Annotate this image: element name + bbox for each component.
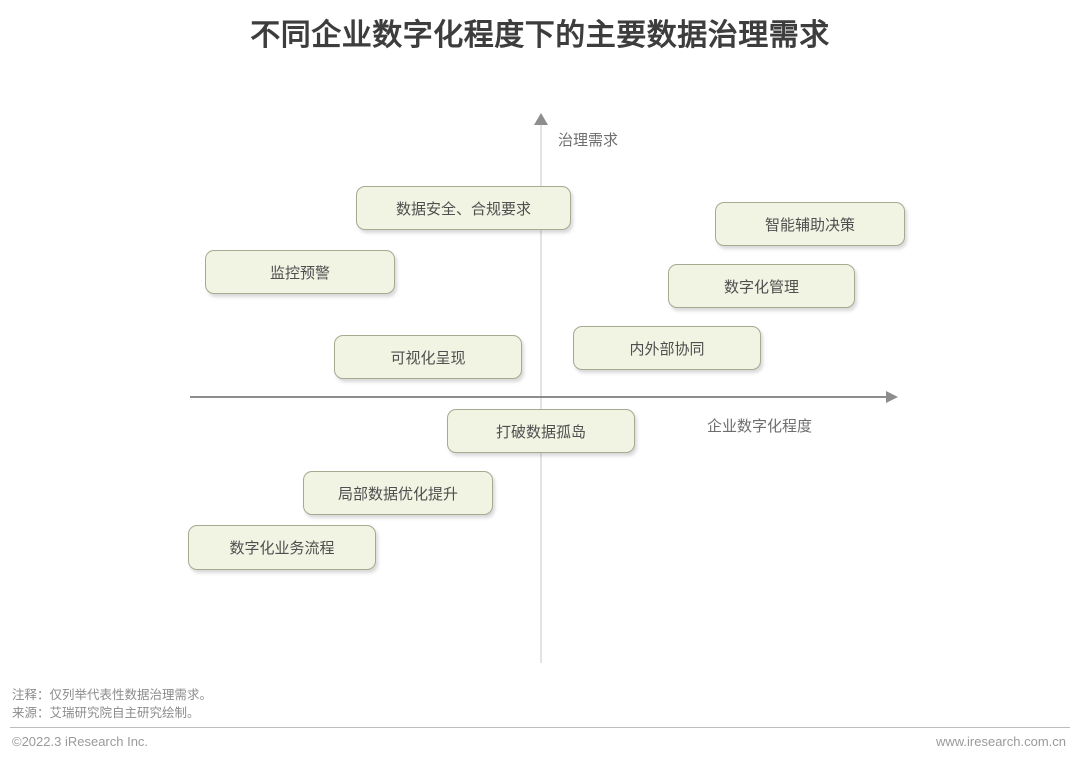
chart-node: 内外部协同 [573,326,761,370]
x-axis-arrowhead-icon [886,391,898,403]
note-line-2: 来源：艾瑞研究院自主研究绘制。 [12,706,200,720]
chart-node: 数据安全、合规要求 [356,186,571,230]
x-axis-label: 企业数字化程度 [707,418,813,435]
footer: ©2022.3 iResearch Inc. www.iresearch.com… [0,734,1080,756]
chart-node: 监控预警 [205,250,395,294]
note-line-1: 注释：仅列举代表性数据治理需求。 [12,688,213,702]
x-axis-line [190,396,888,398]
chart-node: 智能辅助决策 [715,202,905,246]
y-axis-line [540,118,542,663]
chart-canvas: 治理需求 企业数字化程度 数据安全、合规要求 智能辅助决策监控预警 数字化管理内外部… [188,113,905,663]
page-title: 不同企业数字化程度下的主要数据治理需求 [250,19,830,52]
chart-node: 局部数据优化提升 [303,471,493,515]
website-link[interactable]: www.iresearch.com.cn [935,734,1066,749]
footer-divider [10,727,1070,728]
copyright-text: ©2022.3 iResearch Inc. [12,734,149,749]
y-axis-arrowhead-icon [534,113,548,125]
chart-node: 打破数据孤岛 [447,409,635,453]
chart-node: 数字化业务流程 [188,525,376,570]
chart-notes: 注释：仅列举代表性数据治理需求。 来源：艾瑞研究院自主研究绘制。 [12,686,212,722]
chart-node: 可视化呈现 [334,335,522,379]
y-axis-label: 治理需求 [558,132,619,149]
chart-node: 数字化管理 [668,264,855,308]
